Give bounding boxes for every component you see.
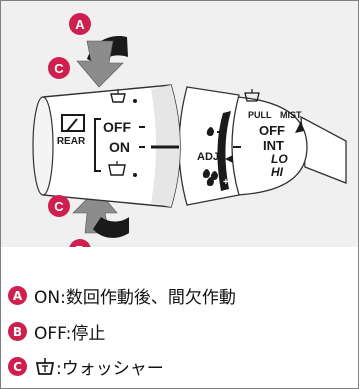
adj-ring (178, 86, 240, 206)
adj-sensitivity-icons (202, 127, 225, 186)
speed-int-label: INT (263, 138, 284, 153)
legend-text-c: :ウォッシャー (56, 359, 164, 379)
speed-hi-label: HI (271, 165, 284, 179)
svg-text:C: C (54, 199, 64, 214)
windshield-washer-icon (35, 357, 55, 375)
speed-off-label: OFF (259, 123, 285, 138)
front-washer-icon (244, 89, 260, 102)
off-label: OFF (103, 119, 131, 135)
washer-icon-bottom (108, 161, 137, 177)
svg-text:A: A (75, 17, 85, 32)
pull-label: PULL (248, 110, 272, 120)
speed-lo-label: LO (271, 152, 288, 166)
legend-badge-b: B (8, 322, 27, 341)
legend-text-a: ON:数回作動後、間欠作動 (34, 288, 236, 308)
legend-item-b: B OFF:停止 (8, 319, 105, 344)
mist-label: MIST (280, 110, 302, 120)
rear-label: REAR (57, 136, 86, 147)
rear-wiper-icon (61, 114, 85, 132)
adj-pointer (225, 155, 233, 163)
on-label: ON (109, 139, 130, 155)
legend-item-c: C :ウォッシャー (8, 354, 164, 379)
top-arrow-group (76, 35, 128, 88)
lever-stalk (300, 115, 347, 184)
lever-body (32, 84, 347, 208)
washer-icon-top (110, 89, 137, 103)
marker-c-bottom: C (48, 195, 70, 217)
marker-c-top: C (48, 57, 70, 79)
marker-a-top: A (69, 13, 91, 35)
knob-end-face (32, 96, 54, 196)
svg-text:C: C (54, 61, 64, 76)
legend-item-a: A ON:数回作動後、間欠作動 (8, 283, 236, 308)
arrow-down-grey (76, 40, 124, 88)
legend-badge-c: C (8, 357, 27, 376)
legend-badge-a: A (8, 286, 27, 305)
marker-b-bottom: B (69, 239, 91, 247)
wiper-lever-drawing: REAR OFF ON (32, 13, 347, 247)
mist-arrow (295, 121, 304, 133)
adj-plus-label: + (223, 177, 229, 188)
arrow-down-dark (93, 217, 129, 238)
adj-label: ADJ (197, 151, 219, 163)
legend-text-b: OFF:停止 (34, 324, 106, 344)
svg-text:B: B (75, 243, 84, 247)
mode-bracket (94, 118, 101, 172)
wiper-lever-illustration: REAR OFF ON (1, 1, 358, 247)
